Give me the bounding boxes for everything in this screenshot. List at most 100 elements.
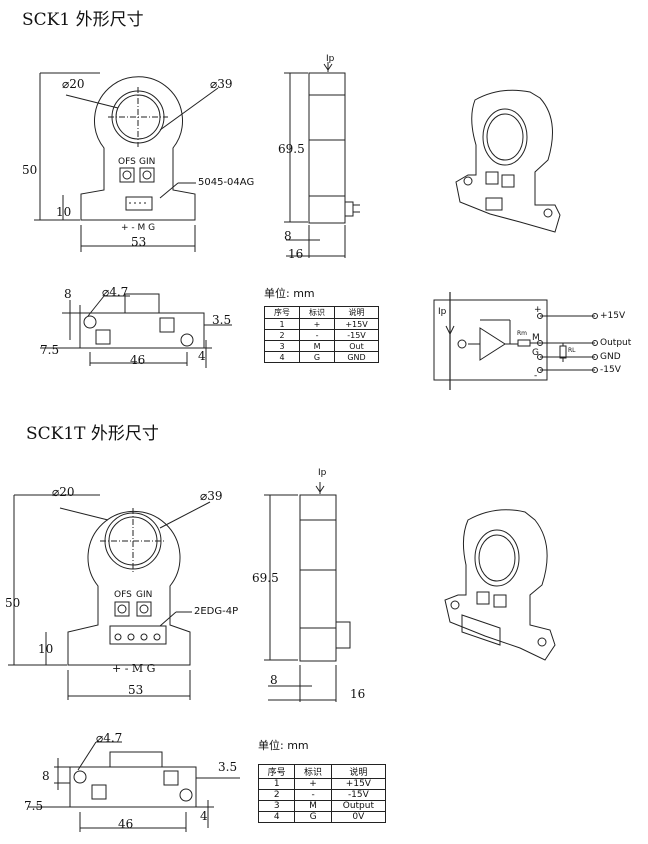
sck1-tab: 4 [198,349,206,363]
table-row: 2--15V [263,329,379,341]
sck1t-pin-labels: + - M G [112,662,156,675]
table-cell: 2 [257,789,296,801]
table-cell: 4 [257,811,296,823]
sck1-schematic [433,292,598,390]
sck1-gin-label: GIN [139,157,156,167]
schematic-gnd: GND [600,352,621,362]
sck1-side-base: 8 [284,229,292,243]
sck1-title: SCK1 外形尺寸 [22,10,144,30]
table-cell: - [294,789,332,801]
table-header: 序号 [263,306,301,319]
table-cell: 3 [257,800,296,812]
sck1-base-height: 10 [56,205,72,219]
sck1-side-width: 16 [288,247,304,261]
sck1t-outer-diameter: ⌀39 [200,489,223,503]
table-row: 1++15V [257,778,387,790]
sck1t-tab: 4 [200,809,208,823]
sck1-hole-dia: ⌀4.7 [102,285,129,299]
table-cell: + [299,318,336,330]
table-cell: 1 [257,778,296,790]
table-cell: G [294,811,332,823]
table-cell: M [294,800,332,812]
sck1t-title: SCK1T 外形尺寸 [26,424,159,444]
schematic-plus-label: + [534,305,542,315]
table-cell: G [299,351,336,363]
table-header: 说明 [334,306,379,319]
sck1t-ip-label: Ip [318,468,327,478]
table-cell: +15V [334,318,379,330]
sck1-side-view [284,62,360,258]
sck1-connector-label: 5045-04AG [198,177,255,188]
table-cell: +15V [330,778,387,790]
sck1-span: 46 [130,353,146,367]
sck1t-offset: 7.5 [24,799,44,813]
sck1t-inner-diameter: ⌀20 [52,485,75,499]
table-row: 1++15V [263,318,379,330]
sck1t-connector-label: 2EDG-4P [194,606,239,617]
table-cell: 3 [263,340,301,352]
sck1-3d-view [455,89,561,233]
sck1t-ofs-label: OFS [114,590,132,600]
table-cell: - [299,329,336,341]
sck1-side-height: 69.5 [278,142,305,156]
sck1t-edge: 3.5 [218,760,238,774]
sck1t-span: 46 [118,817,134,831]
sck1t-height: 50 [5,596,21,610]
sck1t-front-view [8,494,211,700]
sck1t-side-base: 8 [270,673,278,687]
table-header: 标识 [299,306,336,319]
table-cell: M [299,340,336,352]
table-cell: -15V [330,789,387,801]
sck1-inner-diameter: ⌀20 [62,77,85,91]
sck1-ip-label: Ip [326,54,335,64]
table-cell: -15V [334,329,379,341]
table-header: 说明 [330,764,387,779]
table-cell: Output [330,800,387,812]
sck1-ofs-label: OFS [118,157,136,167]
table-cell: 2 [263,329,301,341]
sck1t-pitch: 8 [42,769,50,783]
table-cell: + [294,778,332,790]
table-cell: Out [334,340,379,352]
sck1t-side-height: 69.5 [252,571,279,585]
schematic-rl-label: RL [568,347,576,354]
schematic-vpos: +15V [600,311,626,321]
sck1-width: 53 [131,235,147,249]
schematic-m-label: M [532,333,540,343]
sck1t-3d-view [444,509,556,661]
sck1t-side-width: 16 [350,687,366,701]
table-cell: 4 [263,351,301,363]
sck1-edge: 3.5 [212,313,232,327]
schematic-vneg: -15V [600,365,621,375]
sck1-unit: 单位: mm [264,287,315,300]
table-row: 2--15V [257,789,387,801]
sck1-outer-diameter: ⌀39 [210,77,233,91]
sck1-offset: 7.5 [40,343,60,357]
sck1t-bottom-view [28,741,240,832]
sck1t-hole-dia: ⌀4.7 [96,731,123,745]
table-header-row: 序号 标识 说明 [257,764,387,779]
sck1t-gin-label: GIN [136,590,153,600]
table-cell: 1 [263,318,301,330]
sck1t-unit: 单位: mm [258,739,309,752]
sck1-pin-labels: + - M G [121,223,156,233]
sck1-front-view [34,72,219,252]
sck1-bottom-view [40,293,232,368]
table-header: 标识 [294,764,332,779]
sck1t-side-view [264,482,351,702]
sck1t-width: 53 [128,683,144,697]
schematic-minus-label: - [534,371,538,381]
sck1-pitch: 8 [64,287,72,301]
schematic-rm-label: Rm [517,330,528,337]
schematic-output: Output [600,338,632,348]
schematic-g-label: G [532,348,539,358]
sck1t-base-height: 10 [38,642,54,656]
table-header-row: 序号 标识 说明 [263,306,379,319]
schematic-ip-label: Ip [438,307,447,317]
